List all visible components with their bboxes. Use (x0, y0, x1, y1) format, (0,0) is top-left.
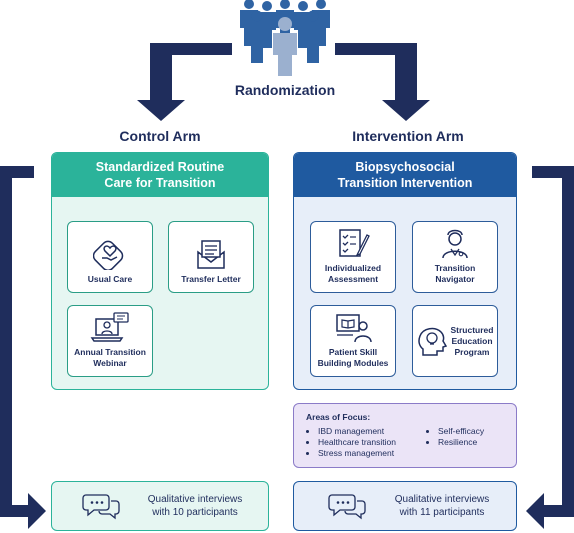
webinar-label-line2: Webinar (93, 358, 127, 368)
intervention-panel-header: Biopsychosocial Transition Intervention (294, 153, 516, 197)
control-qualitative-text: Qualitative interviews with 10 participa… (122, 493, 268, 519)
skill-building-label-line2: Building Modules (317, 358, 389, 368)
skill-building-label: Patient Skill Building Modules (318, 347, 389, 369)
chat-bubbles-icon (328, 494, 366, 520)
focus-item: Stress management (318, 448, 426, 459)
control-side-arrow (0, 166, 46, 529)
usual-care-card: Usual Care (67, 221, 153, 293)
education-card: Structured Education Program (412, 305, 498, 377)
heart-hand-icon (93, 240, 124, 270)
intervention-qualitative-line2: with 11 participants (399, 507, 485, 518)
focus-item: Resilience (438, 437, 484, 448)
control-arm-title: Control Arm (119, 128, 201, 144)
intervention-qualitative-line1: Qualitative interviews (394, 494, 490, 505)
usual-care-label: Usual Care (87, 274, 133, 284)
control-qualitative-line2: with 10 participants (152, 507, 238, 518)
assessment-card: Individualized Assessment (310, 221, 396, 293)
education-label-line1: Structured (450, 324, 494, 335)
intervention-side-arrow (526, 166, 574, 529)
focus-list-right: Self-efficacy Resilience (426, 426, 484, 459)
intervention-qualitative-text: Qualitative interviews with 11 participa… (368, 493, 516, 519)
nurse-icon (442, 229, 468, 259)
webinar-label: Annual Transition Webinar (74, 347, 146, 369)
head-lightbulb-icon (417, 327, 447, 356)
focus-list-left: IBD management Healthcare transition Str… (306, 426, 426, 459)
reader-book-icon (336, 314, 372, 343)
assessment-label-line2: Assessment (327, 274, 379, 284)
skill-building-label-line1: Patient Skill (328, 347, 378, 357)
laptop-chat-icon (90, 312, 129, 342)
population-icon (240, 0, 330, 76)
navigator-card: Transition Navigator (412, 221, 498, 293)
education-label: Structured Education Program (451, 325, 494, 358)
control-qualitative-box: Qualitative interviews with 10 participa… (51, 481, 269, 531)
navigator-label: Transition Navigator (435, 263, 476, 285)
control-panel-title-line2: Care for Transition (104, 176, 216, 190)
envelope-letter-icon (197, 240, 225, 269)
transfer-letter-label: Transfer Letter (181, 274, 241, 284)
control-panel-title-line1: Standardized Routine (95, 160, 225, 174)
focus-item: IBD management (318, 426, 426, 437)
areas-of-focus-title: Areas of Focus: (306, 412, 371, 422)
intervention-qualitative-box: Qualitative interviews with 11 participa… (293, 481, 517, 531)
education-label-line3: Program (454, 346, 490, 357)
skill-building-card: Patient Skill Building Modules (310, 305, 396, 377)
navigator-label-line2: Navigator (435, 274, 475, 284)
left-randomization-arrow (137, 43, 232, 121)
control-qualitative-line1: Qualitative interviews (147, 494, 243, 505)
focus-item: Healthcare transition (318, 437, 426, 448)
areas-of-focus-lists: IBD management Healthcare transition Str… (306, 426, 504, 459)
control-panel-header: Standardized Routine Care for Transition (52, 153, 268, 197)
areas-of-focus-box: Areas of Focus: IBD management Healthcar… (293, 403, 517, 468)
intervention-panel-title-line1: Biopsychosocial (355, 160, 455, 174)
randomization-label: Randomization (234, 82, 336, 98)
assessment-label-line1: Individualized (324, 263, 382, 273)
navigator-label-line1: Transition (434, 263, 476, 273)
intervention-arm-title: Intervention Arm (352, 128, 464, 144)
transfer-letter-card: Transfer Letter (168, 221, 254, 293)
webinar-card: Annual Transition Webinar (67, 305, 153, 377)
focus-item: Self-efficacy (438, 426, 484, 437)
chat-bubbles-icon (82, 494, 120, 520)
education-label-line2: Education (451, 335, 493, 346)
webinar-label-line1: Annual Transition (74, 347, 146, 357)
assessment-label: Individualized Assessment (325, 263, 381, 285)
right-randomization-arrow (335, 43, 430, 121)
checklist-pen-icon (339, 229, 370, 257)
intervention-panel-title-line2: Transition Intervention (337, 176, 473, 190)
